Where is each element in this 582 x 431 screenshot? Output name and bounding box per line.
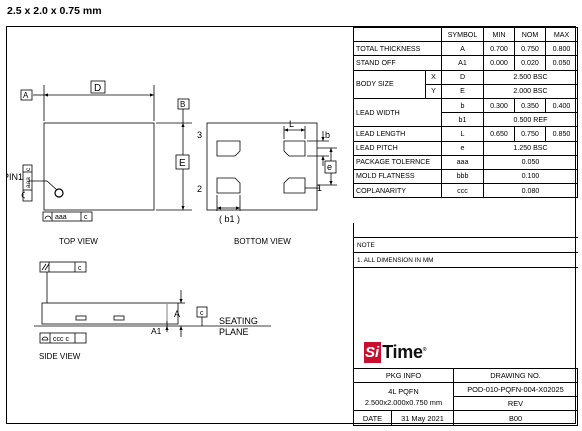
pad-3 [216, 140, 241, 157]
tolerance-frame-top-view [42, 211, 93, 222]
tol-left-c: c [25, 167, 32, 171]
table-row: TOTAL THICKNESS A 0.700 0.750 0.800 [353, 41, 578, 57]
pin3-label: 3 [197, 130, 202, 140]
table-row: MOLD FLATNESS bbb 0.100 [353, 168, 578, 185]
notes-area: NOTE 1. ALL DIMENSION IN MM [353, 223, 578, 425]
side-datum-c: c [200, 310, 204, 317]
side-dim-a: A [174, 309, 180, 319]
drawing-no-value: POD-010-PQFN-004-X02025 [453, 382, 579, 397]
pin1-number: 1 [317, 183, 322, 193]
pin2-label: 2 [197, 184, 202, 194]
dim-d-label: D [94, 83, 101, 94]
pkg-info-value: 4L PQFN 2.500x2.000x0.750 mm [352, 382, 455, 411]
pad-4 [283, 140, 306, 157]
table-row: PACKAGE TOLERNCE aaa 0.050 [353, 154, 578, 170]
dim-e-lower-label: e [327, 162, 332, 172]
datum-a-box [20, 89, 33, 101]
notes-heading: NOTE [354, 237, 578, 253]
coplanarity-ccc: ccc c [53, 336, 69, 343]
bottom-view-body [206, 122, 318, 211]
tol-top-aaa: aaa [55, 214, 67, 221]
seating-label: SEATING [219, 316, 258, 326]
bottom-view-caption: BOTTOM VIEW [234, 237, 291, 246]
logo-si: Si [364, 341, 382, 363]
dim-e-lower-box [324, 160, 337, 174]
side-view-caption: SIDE VIEW [39, 352, 81, 361]
table-header: SYMBOL MIN NOM MAX [353, 26, 578, 43]
pkg-info-label: PKG INFO [352, 368, 455, 383]
dim-e-box [175, 154, 190, 170]
rev-value: B00 [453, 410, 579, 426]
datum-a-label: A [23, 91, 29, 100]
rev-label: REV [453, 396, 579, 411]
table-row: LEAD PITCH e 1.250 BSC [353, 140, 578, 156]
package-drawing: A D B E PIN1 aaa c aaa c TOP VIEW 3 2 1 … [7, 80, 337, 361]
spec-table: SYMBOL MIN NOM MAX TOTAL THICKNESS A 0.7… [353, 26, 578, 199]
plane-label: PLANE [219, 327, 249, 337]
pin1-label: PIN1 [7, 172, 23, 182]
table-row: LEAD LENGTH L 0.650 0.750 0.850 [353, 126, 578, 142]
table-row: b1 0.500 REF [354, 112, 578, 128]
dim-b-label: b [325, 130, 330, 140]
pad-1 [283, 177, 306, 194]
dim-d-box [90, 80, 106, 94]
dim-e-label: E [179, 158, 186, 169]
coplanarity-frame [39, 332, 87, 344]
date-label: DATE [353, 410, 392, 426]
dim-l-label: L [289, 119, 294, 129]
flatness-c: c [78, 265, 82, 272]
tolerance-frame-left [22, 164, 33, 202]
table-row: COPLANARITY ccc 0.080 [353, 183, 578, 199]
side-view-body [41, 302, 179, 325]
date-value: 31 May 2021 [390, 410, 455, 426]
pin1-marker [54, 188, 64, 198]
side-dim-a1: A1 [151, 326, 162, 336]
pad-2 [216, 177, 241, 194]
dim-b1-label: ( b1 ) [219, 214, 240, 224]
drawing-no-label: DRAWING NO. [453, 368, 579, 383]
datum-b-label: B [180, 100, 185, 109]
tol-top-c: c [84, 214, 88, 221]
document-title: 2.5 x 2.0 x 0.75 mm [7, 5, 102, 17]
top-view-caption: TOP VIEW [59, 237, 98, 246]
tol-left-aaa: aaa [25, 177, 32, 188]
logo-time: Time® [382, 341, 427, 362]
sitime-logo: Si Time® [364, 340, 426, 364]
drawing-frame: A D B E PIN1 aaa c aaa c TOP VIEW 3 2 1 … [6, 26, 579, 426]
note-item: 1. ALL DIMENSION IN MM [354, 253, 578, 268]
table-row: STAND OFF A1 0.000 0.020 0.050 [353, 55, 578, 71]
table-row: BODY SIZE X D 2.500 BSC [353, 69, 578, 99]
title-block: PKG INFO DRAWING NO. 4L PQFN 2.500x2.000… [352, 368, 579, 426]
flatness-frame [39, 261, 87, 273]
datum-b-box [177, 98, 190, 110]
table-row: LEAD WIDTH b 0.300 0.350 0.400 [353, 97, 578, 128]
